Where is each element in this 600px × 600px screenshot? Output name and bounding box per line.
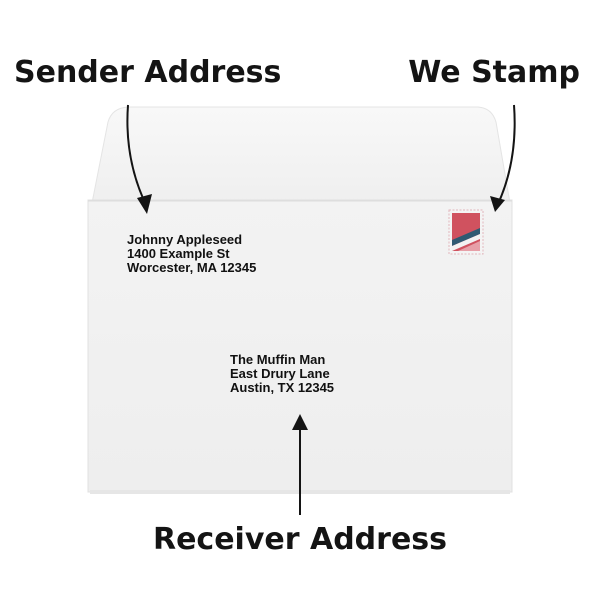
stamp-arrow <box>497 104 516 205</box>
stamp-label: We Stamp <box>408 55 580 90</box>
sender-street: 1400 Example St <box>127 246 230 261</box>
sender-address-block: Johnny Appleseed 1400 Example St Worcest… <box>127 233 256 275</box>
sender-address-label: Sender Address <box>14 55 282 90</box>
receiver-address-label: Receiver Address <box>152 522 448 557</box>
sender-name: Johnny Appleseed <box>127 232 243 247</box>
receiver-address-block: The Muffin Man East Drury Lane Austin, T… <box>230 353 334 395</box>
stamp-arrowhead <box>490 196 505 212</box>
envelope-flap <box>91 106 511 204</box>
receiver-city: Austin, TX 12345 <box>230 380 335 395</box>
sender-arrowhead <box>137 194 152 214</box>
postage-stamp <box>448 209 484 255</box>
sender-city: Worcester, MA 12345 <box>127 260 257 275</box>
receiver-arrowhead <box>292 414 308 430</box>
receiver-name: The Muffin Man <box>230 352 326 367</box>
receiver-street: East Drury Lane <box>230 366 330 381</box>
